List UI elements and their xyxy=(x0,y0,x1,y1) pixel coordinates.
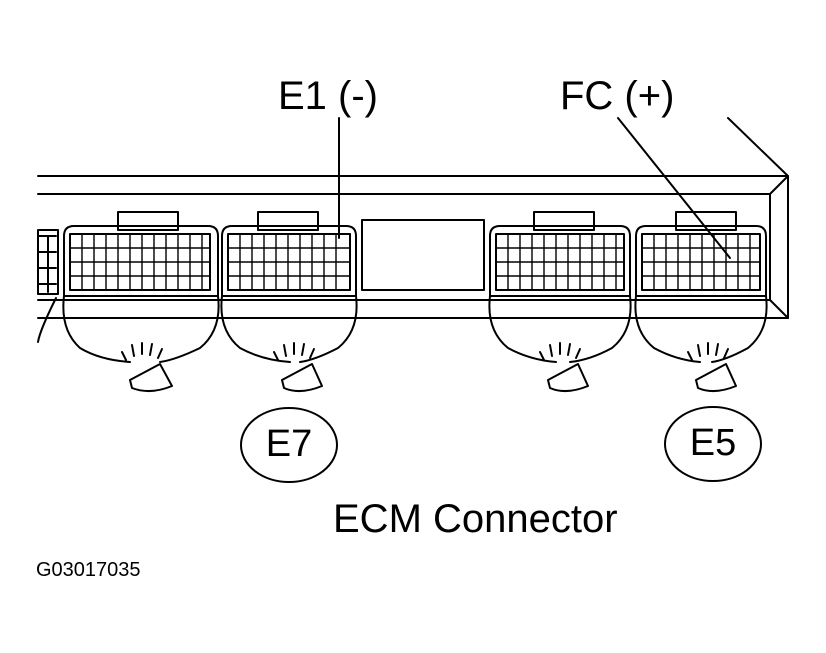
connector-e5 xyxy=(634,211,768,392)
badge-e7-ellipse xyxy=(240,407,338,483)
connector-e7 xyxy=(220,211,358,392)
badge-e5-label: E5 xyxy=(689,422,737,464)
badge-e5-ellipse xyxy=(664,406,762,482)
fc-pin-label: FC (+) xyxy=(560,74,675,118)
e1-pin-label: E1 (-) xyxy=(278,74,378,118)
fc-callout-line xyxy=(617,117,731,259)
connector-1 xyxy=(62,211,220,392)
badge-e7-label: E7 xyxy=(265,423,313,465)
ecm-housing-inner-edge xyxy=(37,193,771,301)
ecm-housing-depth xyxy=(727,117,789,319)
figure-code: G03017035 xyxy=(36,559,141,581)
connector-partial-left xyxy=(37,229,59,343)
ecm-housing-outline xyxy=(37,175,789,319)
connector-3 xyxy=(488,211,632,392)
center-blank-pad xyxy=(361,219,485,291)
diagram-title: ECM Connector xyxy=(333,497,618,541)
